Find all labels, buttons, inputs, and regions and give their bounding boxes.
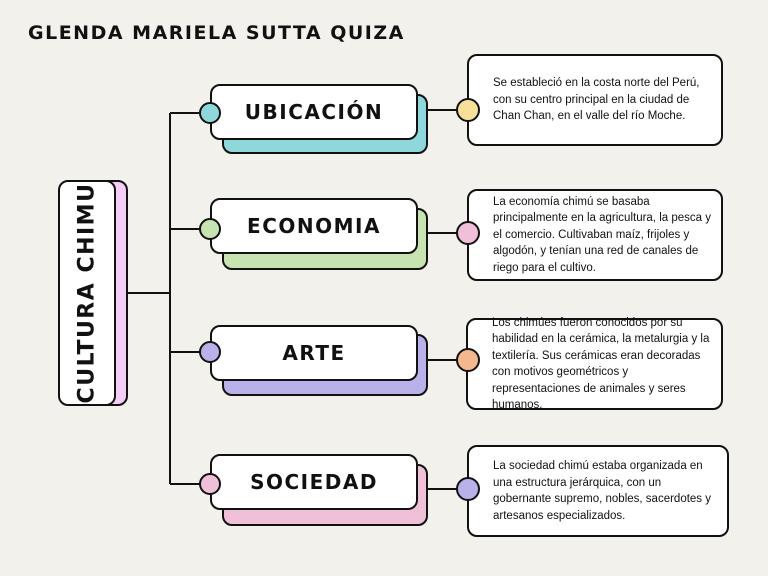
branch-sociedad-desc-dot [456,477,480,501]
branch-sociedad-card: SOCIEDAD [210,454,418,510]
branch-ubicacion-description: Se estableció en la costa norte del Perú… [467,54,723,146]
branch-sociedad-node-dot [199,473,221,495]
branch-arte-card: ARTE [210,325,418,381]
branch-arte-text: Los chimúes fueron conocidos por su habi… [492,316,710,412]
branch-sociedad-description: La sociedad chimú estaba organizada en u… [467,445,729,537]
branch-arte-description: Los chimúes fueron conocidos por su habi… [466,317,723,411]
branch-sociedad-text: La sociedad chimú estaba organizada en u… [493,460,711,522]
branch-economia-node-dot [199,218,221,240]
branch-economia-card: ECONOMIA [210,198,418,254]
branch-ubicacion-card: UBICACIÓN [210,84,418,140]
branch-economia-description: La economía chimú se basaba principalmen… [467,189,723,281]
branch-ubicacion-desc-dot [456,98,480,122]
branch-economia-desc-dot [456,221,480,245]
branch-ubicacion-node-dot [199,102,221,124]
main-topic-card: CULTURA CHIMU [58,180,116,406]
author-name: GLENDA MARIELA SUTTA QUIZA [28,22,405,44]
branch-sociedad-label: SOCIEDAD [250,470,378,494]
branch-arte-node-dot [199,341,221,363]
branch-ubicacion-label: UBICACIÓN [244,100,384,124]
branch-economia-text: La economía chimú se basaba principalmen… [493,195,711,274]
branch-arte-desc-dot [456,348,480,372]
main-topic-label: CULTURA CHIMU [74,182,100,404]
branch-arte-label: ARTE [282,341,346,365]
branch-ubicacion-text: Se estableció en la costa norte del Perú… [493,77,700,123]
branch-economia-label: ECONOMIA [247,214,381,238]
